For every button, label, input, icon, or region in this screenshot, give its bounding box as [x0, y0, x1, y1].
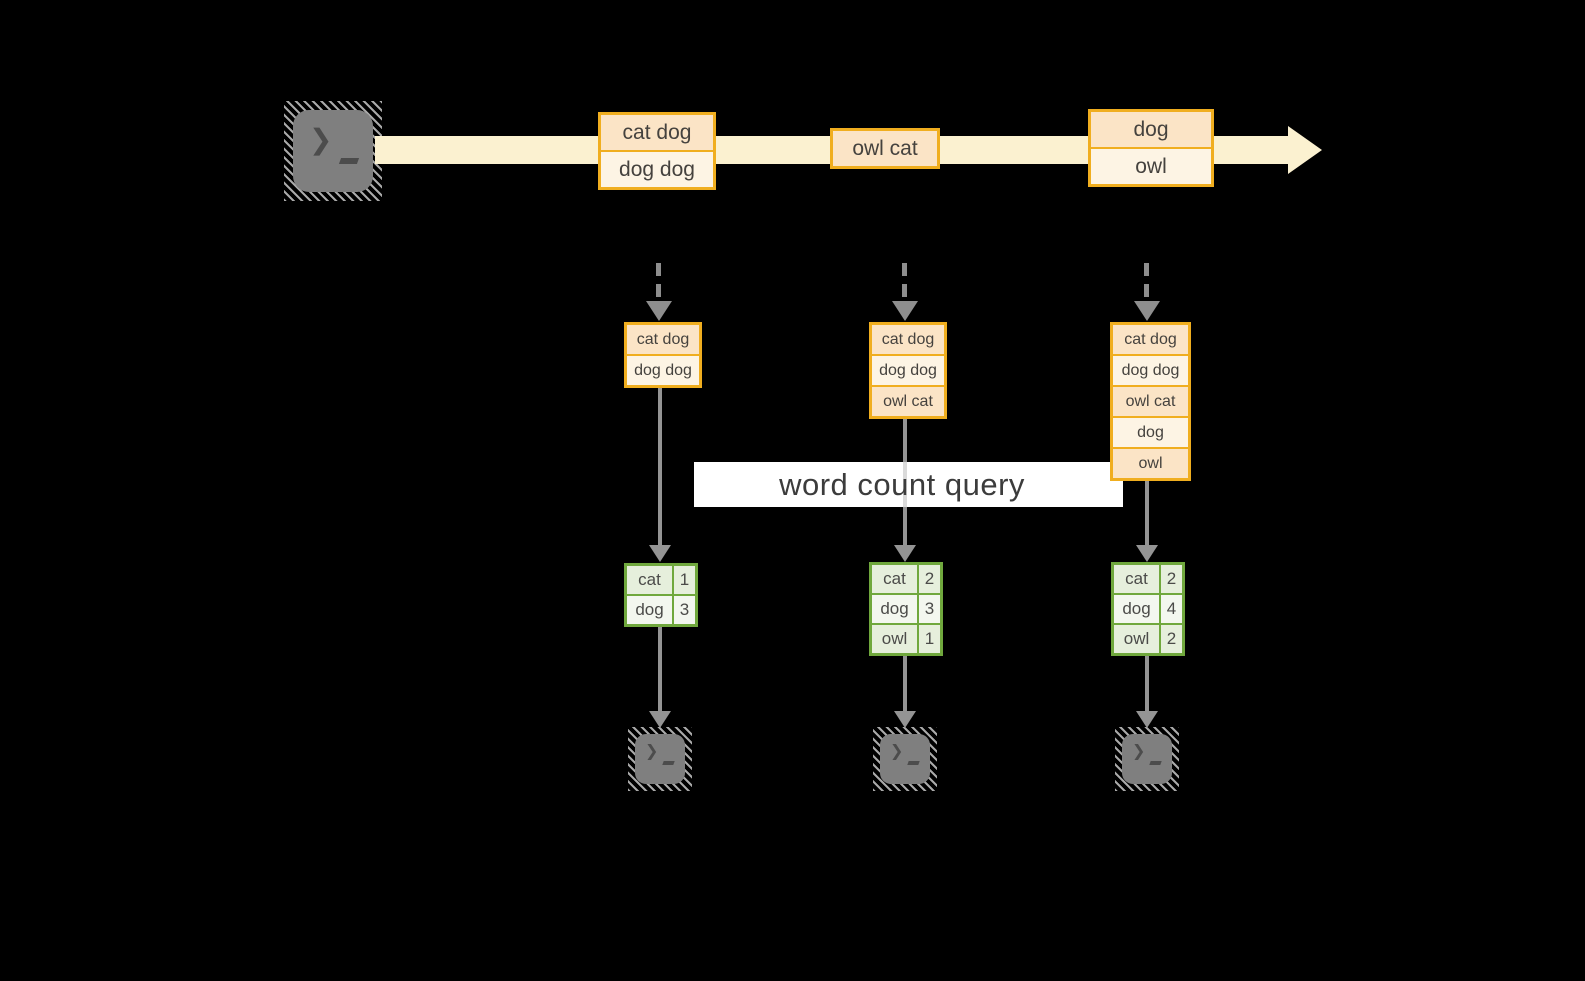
count-table: cat 2 dog 4 owl 2 [1111, 562, 1185, 656]
stream-arrowhead-icon [1288, 126, 1322, 174]
terminal-body: ❯ [880, 734, 930, 784]
dashed-arrowhead-icon [892, 301, 918, 321]
count-value: 4 [1161, 595, 1182, 623]
count-word: dog [872, 595, 917, 623]
stream-record-box: cat dog dog dog [598, 112, 716, 190]
record-row: owl [1091, 149, 1211, 184]
buffer-row: cat dog [1113, 325, 1188, 354]
output-arrowhead-icon [894, 711, 916, 728]
count-value: 3 [919, 595, 940, 623]
count-value: 3 [674, 596, 695, 624]
count-value: 1 [919, 625, 940, 653]
stream-record-box: owl cat [830, 128, 940, 169]
terminal-body: ❯ [1122, 734, 1172, 784]
dashed-arrow-line [656, 263, 661, 302]
count-value: 2 [1161, 565, 1182, 593]
cursor-dash-icon [662, 761, 675, 765]
query-arrow-line [1145, 478, 1149, 546]
buffer-row: dog [1113, 418, 1188, 447]
state-buffer-box: cat dog dog dog owl cat [869, 322, 947, 419]
buffer-row: dog dog [872, 356, 944, 385]
buffer-row: dog dog [1113, 356, 1188, 385]
terminal-icon: ❯ [284, 101, 382, 201]
state-buffer-box: cat dog dog dog owl cat dog owl [1110, 322, 1191, 481]
count-word: cat [872, 565, 917, 593]
query-arrowhead-icon [894, 545, 916, 562]
count-word: dog [1114, 595, 1159, 623]
terminal-icon: ❯ [1115, 727, 1179, 791]
count-value: 2 [919, 565, 940, 593]
buffer-row: owl cat [872, 387, 944, 416]
count-word: cat [1114, 565, 1159, 593]
query-band [694, 462, 1123, 507]
dashed-arrowhead-icon [646, 301, 672, 321]
prompt-icon: ❯ [645, 741, 659, 760]
count-value: 2 [1161, 625, 1182, 653]
buffer-row: owl cat [1113, 387, 1188, 416]
prompt-icon: ❯ [890, 741, 904, 760]
query-arrow-line [658, 388, 662, 546]
record-row: cat dog [601, 115, 713, 150]
stream-record-box: dog owl [1088, 109, 1214, 187]
count-word: dog [627, 596, 672, 624]
prompt-icon: ❯ [1132, 741, 1146, 760]
output-arrowhead-icon [1136, 711, 1158, 728]
count-table: cat 2 dog 3 owl 1 [869, 562, 943, 656]
count-value: 1 [674, 566, 695, 594]
terminal-body: ❯ [635, 734, 685, 784]
buffer-row: cat dog [872, 325, 944, 354]
state-buffer-box: cat dog dog dog [624, 322, 702, 388]
buffer-row: cat dog [627, 325, 699, 354]
buffer-row: dog dog [627, 356, 699, 385]
terminal-icon: ❯ [628, 727, 692, 791]
output-arrow-line [1145, 656, 1149, 713]
count-word: owl [872, 625, 917, 653]
output-arrow-line [903, 656, 907, 713]
dashed-arrowhead-icon [1134, 301, 1160, 321]
buffer-row: owl [1113, 449, 1188, 478]
output-arrow-line [658, 627, 662, 713]
prompt-icon: ❯ [309, 123, 333, 156]
query-label: word count query [779, 466, 1025, 502]
cursor-dash-icon [1149, 761, 1162, 765]
query-arrowhead-icon [1136, 545, 1158, 562]
query-arrowhead-icon [649, 545, 671, 562]
dashed-arrow-line [1144, 263, 1149, 302]
terminal-icon: ❯ [873, 727, 937, 791]
output-arrowhead-icon [649, 711, 671, 728]
terminal-body: ❯ [293, 110, 373, 192]
record-row: dog dog [601, 152, 713, 187]
query-arrow-line-over-band [903, 462, 907, 507]
count-word: owl [1114, 625, 1159, 653]
dashed-arrow-line [902, 263, 907, 302]
cursor-dash-icon [338, 158, 360, 164]
count-word: cat [627, 566, 672, 594]
count-table: cat 1 dog 3 [624, 563, 698, 627]
record-row: owl cat [833, 131, 937, 166]
record-row: dog [1091, 112, 1211, 147]
cursor-dash-icon [907, 761, 920, 765]
